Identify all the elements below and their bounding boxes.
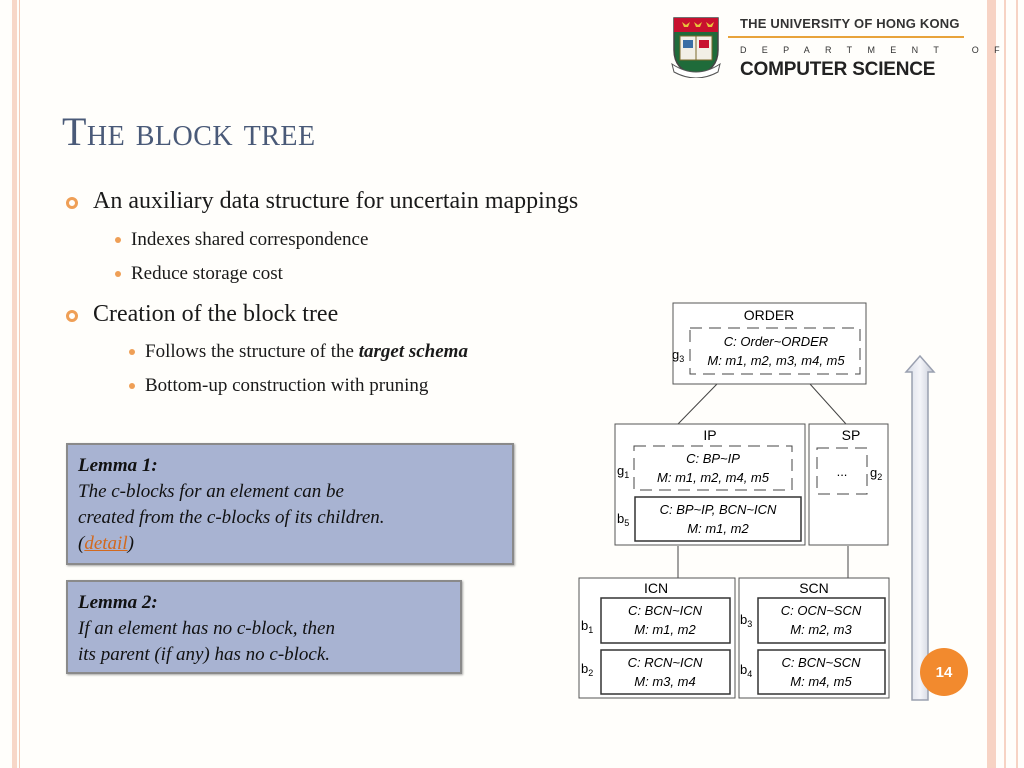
scn-c3-text: C: OCN~SCN (781, 603, 862, 618)
hku-cs-logo: THE UNIVERSITY OF HONG KONG DEPARTMENT O… (668, 14, 1000, 80)
scn-m4-text: M: m4, m5 (790, 674, 852, 689)
frame-right-line-edge (1016, 0, 1018, 768)
detail-link[interactable]: detail (84, 533, 128, 554)
icn-b1-label: b1 (581, 618, 593, 635)
node-order: ORDER g3 C: Order~ORDER M: m1, m2, m3, m… (672, 302, 867, 385)
department-line: DEPARTMENT OF (740, 45, 1015, 55)
scn-b3-label: b3 (740, 612, 752, 629)
icn-label: ICN (644, 580, 668, 596)
scn-c4-text: C: BCN~SCN (781, 655, 861, 670)
bottom-up-arrow-icon (904, 354, 936, 701)
lemma-1-line1: The c-blocks for an element can be (78, 481, 344, 502)
node-ip: IP g1 C: BP~IP M: m1, m2, m4, m5 b5 C: B… (614, 423, 806, 546)
sub-bullet-text: Bottom-up construction with pruning (145, 375, 429, 396)
lemma-1-heading: Lemma 1: (78, 455, 158, 476)
university-crest-icon (671, 17, 721, 78)
bullet-dot-icon (129, 383, 135, 389)
slide-title: The block tree (62, 109, 316, 154)
node-icn: ICN b1 C: BCN~ICN M: m1, m2 b2 C: RCN~IC… (578, 577, 736, 699)
ip-g-label: g1 (617, 463, 629, 480)
icn-m2-text: M: m3, m4 (634, 674, 695, 689)
university-name: THE UNIVERSITY OF HONG KONG (740, 16, 960, 31)
bullet-dot-icon (129, 349, 135, 355)
page-number-badge: 14 (920, 648, 968, 696)
sub-bullet-text: Indexes shared correspondence (131, 229, 369, 250)
frame-right-line-thin (1004, 0, 1006, 768)
sp-c-text: ... (837, 464, 848, 479)
lemma-1-line3: (detail) (78, 533, 134, 554)
edge-order-ip (677, 383, 718, 425)
ip-label: IP (703, 427, 716, 443)
icn-c1-text: C: BCN~ICN (628, 603, 703, 618)
scn-label: SCN (799, 580, 829, 596)
bullet-dot-icon (115, 271, 121, 277)
lemma-2-line1: If an element has no c-block, then (78, 618, 335, 639)
frame-left-line (12, 0, 17, 768)
scn-b4-label: b4 (740, 662, 752, 679)
order-g-label: g3 (672, 347, 684, 364)
frame-right-line (987, 0, 996, 768)
ip-c2-text: C: BP~IP, BCN~ICN (660, 502, 777, 517)
order-c-text: C: Order~ORDER (724, 334, 828, 349)
bullet-ring-icon (66, 197, 78, 209)
icn-b2-label: b2 (581, 661, 593, 678)
ip-c-text: C: BP~IP (686, 451, 740, 466)
sub-bullet-text: Follows the structure of the target sche… (145, 341, 468, 362)
lemma-1-line2: created from the c-blocks of its childre… (78, 507, 385, 528)
lemma-1-box: Lemma 1: The c-blocks for an element can… (66, 443, 514, 565)
bullet-dot-icon (115, 237, 121, 243)
sub-bullet-text: Reduce storage cost (131, 263, 283, 284)
target-schema-emphasis: target schema (358, 341, 468, 362)
frame-left-line-thin (19, 0, 20, 768)
bullet-ring-icon (66, 310, 78, 322)
block-tree-diagram: ORDER g3 C: Order~ORDER M: m1, m2, m3, m… (578, 302, 936, 701)
icn-m1-text: M: m1, m2 (634, 622, 696, 637)
scn-m3-text: M: m2, m3 (790, 622, 852, 637)
lemma-2-box: Lemma 2: If an element has no c-block, t… (66, 580, 462, 674)
bullet-text: Creation of the block tree (93, 301, 339, 327)
edge-order-sp (809, 383, 847, 425)
department-name: COMPUTER SCIENCE (740, 59, 936, 80)
bullet-text: An auxiliary data structure for uncertai… (93, 188, 579, 214)
ip-m-text: M: m1, m2, m4, m5 (657, 470, 770, 485)
node-scn: SCN b3 C: OCN~SCN M: m2, m3 b4 C: BCN~SC… (738, 577, 890, 699)
ip-b-label: b5 (617, 511, 629, 528)
sp-label: SP (842, 427, 861, 443)
logo-divider (728, 36, 964, 38)
ip-m2-text: M: m1, m2 (687, 521, 749, 536)
order-label: ORDER (744, 307, 795, 323)
order-m-text: M: m1, m2, m3, m4, m5 (707, 353, 845, 368)
node-sp: SP ... g2 (808, 423, 889, 546)
lemma-2-heading: Lemma 2: (78, 592, 158, 613)
lemma-2-line2: its parent (if any) has no c-block. (78, 644, 331, 665)
sp-g-label: g2 (870, 465, 882, 482)
icn-c2-text: C: RCN~ICN (628, 655, 703, 670)
